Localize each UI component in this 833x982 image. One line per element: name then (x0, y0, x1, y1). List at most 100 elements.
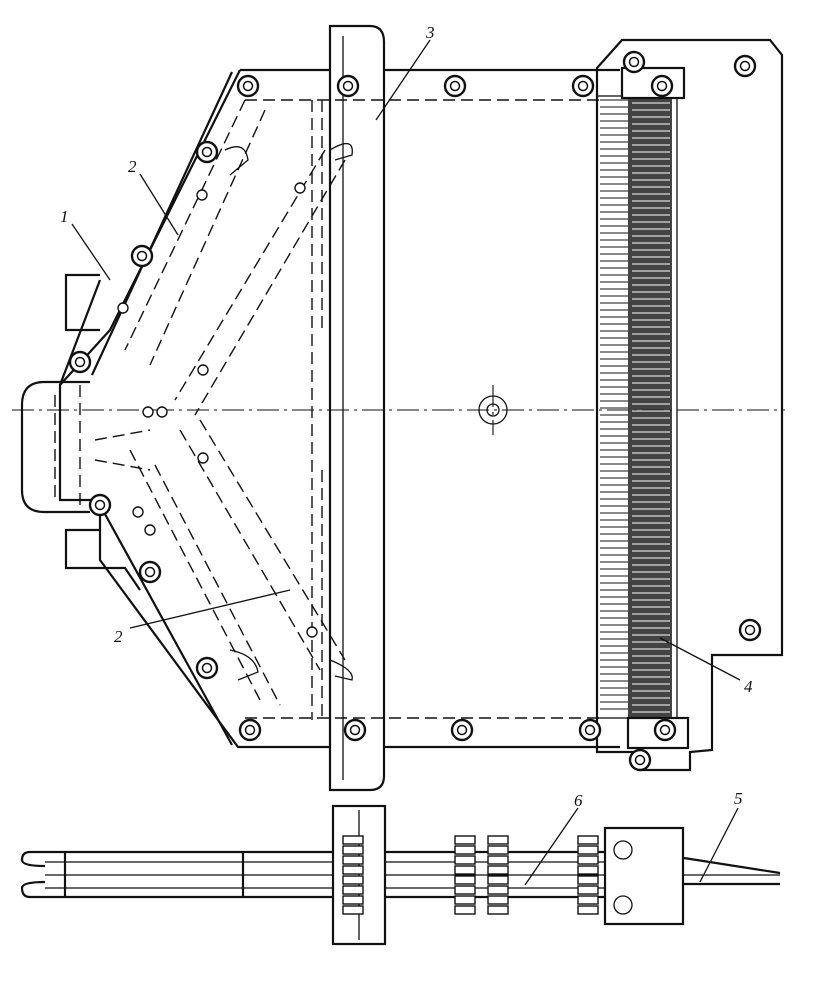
nut (454, 855, 476, 865)
bolt-hole (349, 724, 361, 736)
vertical-bar-3 (328, 24, 386, 792)
nut (342, 885, 364, 895)
nut (577, 895, 599, 905)
bar-slot-hook-bottom (329, 659, 353, 681)
bolt-hole (456, 724, 468, 736)
nut (342, 845, 364, 855)
nut (487, 855, 509, 865)
nut (342, 855, 364, 865)
nut (487, 895, 509, 905)
nut (577, 905, 599, 915)
bolt-hole (244, 724, 256, 736)
leader-3 (375, 39, 431, 121)
comb-teeth (600, 99, 670, 713)
bolt-hole (628, 56, 640, 68)
nut (342, 895, 364, 905)
side-left-fork (20, 850, 46, 899)
bolt-hole (634, 754, 646, 766)
rivet (294, 182, 306, 194)
bolt-hole (201, 662, 213, 674)
bolt-hole (342, 80, 354, 92)
bolt-group (68, 50, 762, 772)
rivet (306, 626, 318, 638)
nut (454, 905, 476, 915)
leader-2-lower (129, 589, 291, 629)
nut (487, 845, 509, 855)
leader-5 (699, 807, 739, 883)
nut (487, 885, 509, 895)
bar-slot-hook-top (329, 143, 353, 161)
side-rod-top (30, 850, 781, 875)
bolt-hole (74, 356, 86, 368)
dashed-left-inner (54, 385, 151, 510)
comb-grid-4 (596, 90, 678, 719)
dashed-inner-frame (245, 99, 600, 720)
nut (487, 835, 509, 845)
bolt-hole (94, 499, 106, 511)
leader-2-upper (139, 173, 179, 236)
nut (577, 855, 599, 865)
nut (487, 875, 509, 885)
side-view (20, 804, 781, 946)
nut (487, 905, 509, 915)
nut (577, 885, 599, 895)
bolt-hole (136, 250, 148, 262)
left-bracket-slope (58, 279, 102, 386)
nut (577, 875, 599, 885)
bolt-hole (201, 146, 213, 158)
leader-1 (71, 223, 111, 281)
label-6: 6 (574, 791, 583, 810)
nut-stacks (342, 835, 599, 915)
nut (487, 865, 509, 875)
nut (342, 875, 364, 885)
leader-6 (524, 807, 579, 886)
side-clamp-block (603, 826, 685, 926)
lower-diagonal-edge (99, 504, 233, 746)
nut (454, 865, 476, 875)
bolt-hole (656, 80, 668, 92)
bolt-hole (584, 724, 596, 736)
label-2-lower: 2 (114, 627, 123, 646)
dashed-lower-channel (129, 419, 346, 706)
label-2-upper: 2 (128, 157, 137, 176)
nut (454, 845, 476, 855)
rivet (197, 364, 209, 376)
nut (454, 895, 476, 905)
side-clamp-bolt-bottom (613, 895, 633, 915)
plan-view (12, 24, 785, 792)
nut (577, 845, 599, 855)
callouts: 1 2 3 2 4 5 6 (60, 23, 753, 886)
label-5: 5 (734, 789, 743, 808)
bolt-hole (242, 80, 254, 92)
rivet (132, 506, 144, 518)
rivet (156, 406, 168, 418)
lower-slot-hook (229, 649, 259, 681)
nut (342, 905, 364, 915)
label-3: 3 (425, 23, 435, 42)
center-hub-outer (478, 395, 508, 425)
bolt-hole (739, 60, 751, 72)
nut (454, 875, 476, 885)
rivet (117, 302, 129, 314)
upper-diagonal-edge (91, 71, 233, 376)
label-1: 1 (60, 207, 69, 226)
bolt-hole (577, 80, 589, 92)
nut (342, 865, 364, 875)
rivet (196, 189, 208, 201)
rivet (144, 524, 156, 536)
center-hub-inner (486, 403, 500, 417)
nut (342, 835, 364, 845)
left-nose (20, 380, 90, 514)
label-4: 4 (744, 677, 753, 696)
nut (454, 835, 476, 845)
upper-slot-hook (224, 146, 249, 176)
nut (577, 835, 599, 845)
nut (577, 865, 599, 875)
side-rod-bottom (30, 882, 780, 899)
rivet (197, 452, 209, 464)
rivet (142, 406, 154, 418)
left-bracket-upper (64, 273, 100, 332)
bolt-hole (744, 624, 756, 636)
bolt-hole (144, 566, 156, 578)
